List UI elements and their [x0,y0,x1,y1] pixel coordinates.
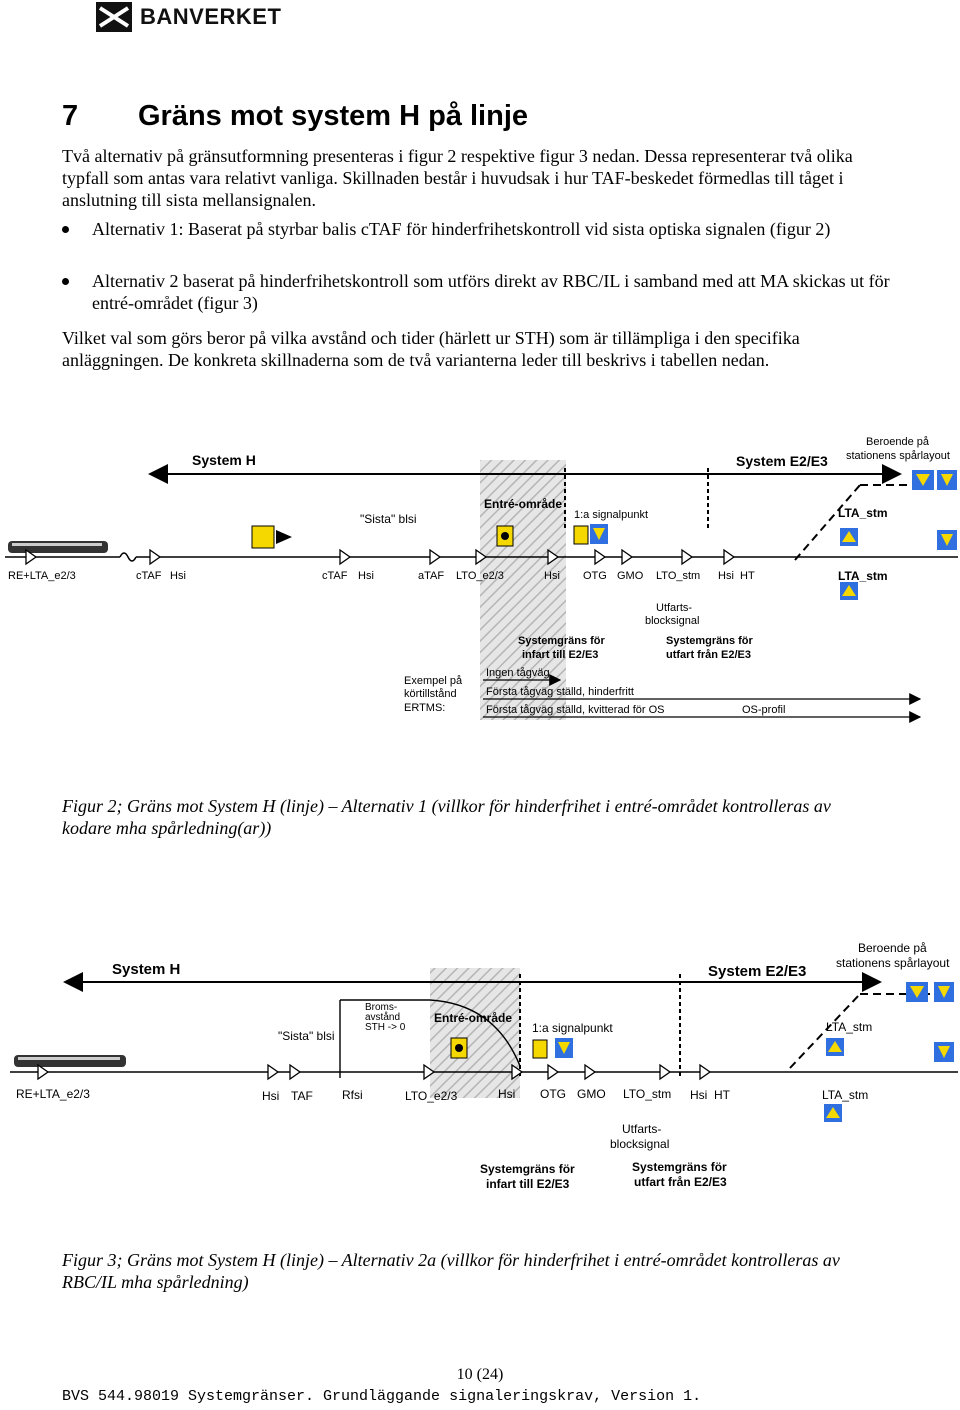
fig3-grans-ut-1: Systemgräns för [632,1160,727,1174]
fig2-exempel-2: körtillstånd [404,688,457,700]
fig3-lta-stm-2: LTA_stm [822,1088,868,1102]
fig2-row-1: Första tågväg ställd, hinderfritt [486,686,634,698]
fig3-utfarts-1: Utfarts- [622,1122,661,1136]
fig2-signalpunkt-label: 1:a signalpunkt [574,509,648,521]
fig3-label-8: LTO_stm [623,1087,671,1101]
fig3-grans-in-1: Systemgräns för [480,1162,575,1176]
fig2-row-0: Ingen tågväg [486,667,550,679]
section-number: 7 [62,100,79,132]
bullet-dot-icon [62,226,69,233]
fig2-utfarts-1: Utfarts- [656,602,692,614]
fig2-label-11: Hsi [718,570,734,582]
page-number: 10 (24) [456,1366,504,1383]
fig3-broms-1: Broms- [365,1002,397,1013]
signal-head-icon [450,1037,468,1059]
fig2-row-2: Första tågväg ställd, kvitterad för OS [486,704,665,716]
fig2-label-2: Hsi [170,570,186,582]
signal-head-icon [496,525,514,547]
document-reference: BVS 544.98019 Systemgränser. Grundläggan… [62,1388,702,1405]
fig3-beroende-2: stationens spårlayout [836,956,950,970]
fig3-label-3: Rfsi [342,1088,363,1102]
fig3-system-e: System E2/E3 [708,963,806,980]
fig2-exempel-3: ERTMS: [404,702,445,714]
fig2-entre-label: Entré-område [484,497,562,511]
fig3-grans-ut-2: utfart från E2/E3 [634,1175,727,1189]
figure-3-caption: Figur 3; Gräns mot System H (linje) – Al… [62,1250,840,1292]
fig2-beroende-2: stationens spårlayout [846,450,950,462]
fig2-grans-in-1: Systemgräns för [518,635,606,647]
bullet-item-2: Alternativ 2 baserat på hinderfrihetskon… [62,270,892,314]
fig2-label-6: LTO_e2/3 [456,570,504,582]
fig3-label-1: Hsi [262,1089,279,1103]
fig2-label-3: cTAF [322,570,348,582]
fig3-broms-2: avstånd [365,1011,400,1023]
fig2-sista-label: "Sista" blsi [360,512,417,526]
train-icon [8,541,108,553]
fig2-label-12: HT [740,570,755,582]
fig2-label-0: RE+LTA_e2/3 [8,570,76,582]
section-title: Gräns mot system H på linje [138,100,529,132]
fig3-label-9: Hsi [690,1088,707,1102]
fig2-beroende-1: Beroende på [866,436,930,448]
balise-markers [37,1063,712,1081]
fig2-grans-in-2: infart till E2/E3 [522,649,598,661]
fig3-sista-label: "Sista" blsi [278,1029,335,1043]
fig3-label-0: RE+LTA_e2/3 [16,1087,90,1101]
train-icon [14,1055,126,1067]
fig3-signalpunkt-label: 1:a signalpunkt [532,1021,613,1035]
fig3-label-7: GMO [577,1087,606,1101]
fig3-label-5: Hsi [498,1087,515,1101]
logo-text: BANVERKET [140,4,282,29]
figure-3-diagram: System H System E2/E3 Beroende på statio… [10,941,958,1191]
fig2-grans-ut-2: utfart från E2/E3 [666,649,751,661]
fig3-grans-in-2: infart till E2/E3 [486,1177,570,1191]
fig2-lta-stm-1: LTA_stm [838,506,888,520]
entre-area [430,968,520,1098]
figure-2-caption: Figur 2; Gräns mot System H (linje) – Al… [62,796,831,838]
fig3-label-6: OTG [540,1087,566,1101]
fig2-label-10: LTO_stm [656,570,700,582]
fig3-beroende-1: Beroende på [858,941,927,955]
bullet-text-1: Alternativ 1: Baserat på styrbar balis c… [92,219,831,239]
fig2-system-e: System E2/E3 [736,453,828,469]
fig2-system-h: System H [192,452,256,468]
intro-paragraph: Två alternativ på gränsutformning presen… [62,146,853,210]
banverket-logo: BANVERKET [96,2,286,32]
fig2-label-8: OTG [583,570,607,582]
fig2-lta-stm-2: LTA_stm [838,569,888,583]
fig3-label-10: HT [714,1088,731,1102]
fig2-label-1: cTAF [136,570,162,582]
fig2-label-7: Hsi [544,570,560,582]
fig2-grans-ut-1: Systemgräns för [666,635,754,647]
bullet-item-1: Alternativ 1: Baserat på styrbar balis c… [62,218,892,240]
balise-icon [251,525,292,549]
fig2-label-9: GMO [617,570,644,582]
fig2-os-profil: OS-profil [742,704,785,716]
fig3-broms-3: STH -> 0 [365,1022,406,1033]
balise-markers [25,548,736,566]
fig3-entre-label: Entré-område [434,1011,512,1025]
fig2-utfarts-2: blocksignal [645,615,699,627]
fig2-label-4: Hsi [358,570,374,582]
bullet-dot-icon [62,278,69,285]
logo-mark-icon [96,2,132,32]
signalpoint-icon [573,524,608,545]
fig3-label-2: TAF [291,1089,313,1103]
closing-paragraph: Vilket val som görs beror på vilka avstå… [62,328,800,370]
blue-signal-icon [840,470,957,600]
blue-signal-icon [824,982,954,1122]
fig2-label-5: aTAF [418,570,444,582]
bullet-text-2: Alternativ 2 baserat på hinderfrihetskon… [92,271,890,313]
fig2-exempel-1: Exempel på [404,675,463,687]
fig3-utfarts-2: blocksignal [610,1137,669,1151]
fig3-lta-stm-1: LTA_stm [826,1020,872,1034]
fig3-system-h: System H [112,961,180,978]
signalpoint-icon [532,1038,573,1059]
fig3-label-4: LTO_e2/3 [405,1089,458,1103]
section-heading: 7 Gräns mot system H på linje [62,100,528,133]
figure-2-diagram: System H System E2/E3 Beroende på statio… [5,436,958,723]
